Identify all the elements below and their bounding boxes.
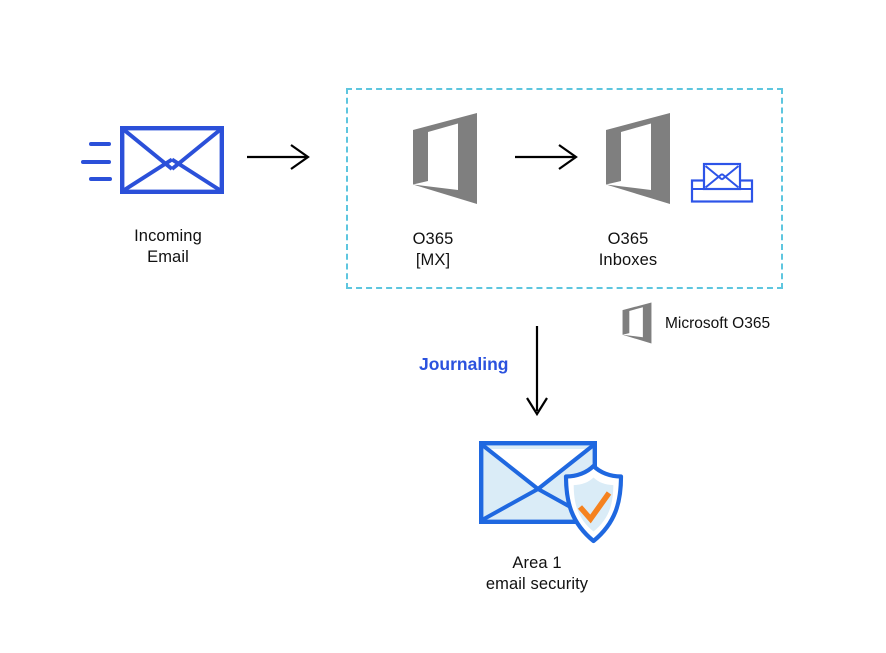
office365-small-icon (622, 302, 652, 344)
arrow-down-icon (526, 326, 548, 417)
legend-label: Microsoft O365 (665, 315, 771, 332)
shield-check-icon (563, 463, 624, 544)
arrow-right-icon (247, 144, 310, 170)
incoming-email-label: Incoming Email (134, 227, 202, 266)
incoming-email-envelope-icon (120, 126, 224, 194)
office365-icon (606, 113, 670, 204)
office365-icon (413, 113, 477, 204)
journaling-label: Journaling (419, 354, 509, 374)
o365-boundary-box (346, 88, 783, 289)
o365-mx-label: O365 [MX] (412, 230, 454, 269)
inbox-tray-icon (690, 162, 754, 203)
arrow-right-icon (515, 144, 578, 170)
area1-label: Area 1 email security (485, 554, 589, 593)
o365-inboxes-label: O365 Inboxes (598, 230, 658, 269)
